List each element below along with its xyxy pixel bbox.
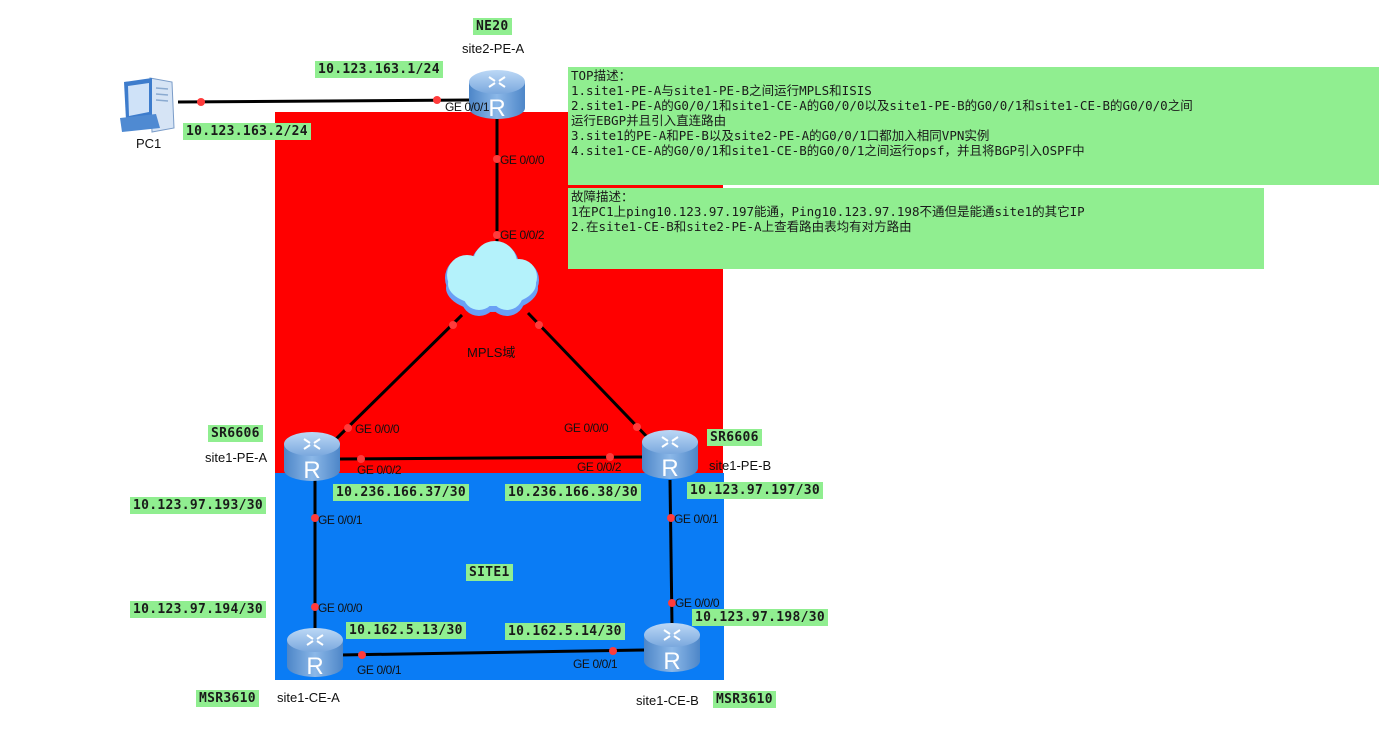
port-dot	[667, 514, 675, 522]
router-icon[interactable]: R	[282, 428, 342, 484]
port-label: GE 0/0/1	[357, 663, 402, 677]
port-label: GE 0/0/0	[675, 596, 720, 610]
port-dot	[493, 231, 501, 239]
model-tag-site1-ce-b: MSR3610	[713, 691, 776, 708]
port-dot	[344, 424, 352, 432]
ip-pc1: 10.123.163.2/24	[183, 123, 311, 140]
port-label: GE 0/0/2	[357, 463, 402, 477]
cloud-icon	[445, 241, 539, 316]
port-label: GE 0/0/1	[674, 512, 719, 526]
ip-site2-pe-a-g001: 10.123.163.1/24	[315, 61, 443, 78]
svg-text:R: R	[306, 653, 323, 680]
port-label: GE 0/0/1	[445, 100, 490, 114]
port-label: GE 0/0/1	[573, 657, 618, 671]
link-cloud-site1-pe-a	[333, 313, 464, 442]
port-label: GE 0/0/0	[564, 421, 609, 435]
router-icon[interactable]: R	[285, 624, 345, 680]
mpls-domain-label: MPLS域	[467, 345, 516, 360]
port-dot	[358, 651, 366, 659]
topology-note-line: 3.site1的PE-A和PE-B以及site2-PE-A的G0/0/1口都加入…	[571, 128, 990, 143]
topology-note-line: 运行EBGP并且引入直连路由	[571, 113, 727, 128]
port-dot	[535, 321, 543, 329]
port-dot	[633, 423, 641, 431]
port-label: GE 0/0/1	[318, 513, 363, 527]
fault-note-line: 2.在site1-CE-B和site2-PE-A上查看路由表均有对方路由	[571, 219, 912, 234]
port-label: GE 0/0/0	[318, 601, 363, 615]
model-tag-site1-pe-b: SR6606	[707, 429, 762, 446]
model-tag-site1-ce-a: MSR3610	[196, 690, 259, 707]
device-name-site1-ce-b: site1-CE-B	[636, 693, 699, 708]
ip-site1-ce-a-g001: 10.162.5.13/30	[346, 622, 466, 639]
port-dot	[311, 603, 319, 611]
link-site1-pe-a-site1-pe-b	[339, 455, 643, 461]
port-dot	[357, 455, 365, 463]
ip-site1-ce-a-g000: 10.123.97.194/30	[130, 601, 267, 618]
port-label: GE 0/0/2	[500, 228, 545, 242]
site1-label: SITE1	[466, 564, 513, 581]
port-dot	[668, 599, 676, 607]
ip-site1-ce-b-g000: 10.123.97.198/30	[692, 609, 829, 626]
router-icon[interactable]: R	[642, 619, 702, 675]
model-tag-site2-pe-a: NE20	[473, 18, 512, 35]
ip-site1-ce-b-g001: 10.162.5.14/30	[505, 623, 625, 640]
device-name-site1-pe-b: site1-PE-B	[709, 458, 772, 473]
pc-icon[interactable]	[116, 74, 186, 138]
svg-text:R: R	[303, 457, 320, 484]
fault-description-note: 故障描述： 1在PC1上ping10.123.97.197能通，Ping10.1…	[568, 188, 1264, 269]
port-dot	[493, 155, 501, 163]
port-label: GE 0/0/0	[500, 153, 545, 167]
fault-note-title: 故障描述：	[571, 189, 634, 204]
topology-note-line: 4.site1-CE-A的G0/0/1和site1-CE-B的G0/0/1之间运…	[571, 143, 1085, 158]
device-name-site1-ce-a: site1-CE-A	[277, 690, 340, 705]
svg-text:R: R	[663, 648, 680, 675]
ip-site1-pe-a-g002: 10.236.166.37/30	[333, 484, 470, 501]
topology-note-title: TOP描述：	[571, 68, 632, 83]
port-dot	[606, 453, 614, 461]
ip-site1-pe-a-g001: 10.123.97.193/30	[130, 497, 267, 514]
topology-note-line: 2.site1-PE-A的G0/0/1和site1-CE-A的G0/0/0以及s…	[571, 98, 1193, 113]
port-dot	[311, 514, 319, 522]
link-cloud-site1-pe-b	[526, 311, 652, 442]
ip-site1-pe-b-g001: 10.123.97.197/30	[687, 482, 824, 499]
ip-site1-pe-b-g002: 10.236.166.38/30	[505, 484, 642, 501]
port-label: GE 0/0/2	[577, 460, 622, 474]
topology-note-line: 1.site1-PE-A与site1-PE-B之间运行MPLS和ISIS	[571, 83, 872, 98]
svg-text:R: R	[661, 455, 678, 482]
port-dot	[449, 321, 457, 329]
device-name-site1-pe-a: site1-PE-A	[205, 450, 268, 465]
port-dot	[609, 647, 617, 655]
device-name-site2-pe-a: site2-PE-A	[462, 41, 525, 56]
model-tag-site1-pe-a: SR6606	[208, 425, 263, 442]
link-pc1-site2-pe-a	[177, 98, 471, 104]
router-icon[interactable]: R	[467, 66, 527, 122]
fault-note-line: 1在PC1上ping10.123.97.197能通，Ping10.123.97.…	[571, 204, 1085, 219]
link-site1-ce-a-site1-ce-b	[339, 648, 646, 657]
topology-description-note: TOP描述： 1.site1-PE-A与site1-PE-B之间运行MPLS和I…	[568, 67, 1379, 185]
port-dot	[433, 96, 441, 104]
svg-text:R: R	[488, 95, 505, 122]
port-dot	[197, 98, 205, 106]
router-icon[interactable]: R	[640, 426, 700, 482]
device-name-pc1: PC1	[136, 136, 162, 151]
port-label: GE 0/0/0	[355, 422, 400, 436]
